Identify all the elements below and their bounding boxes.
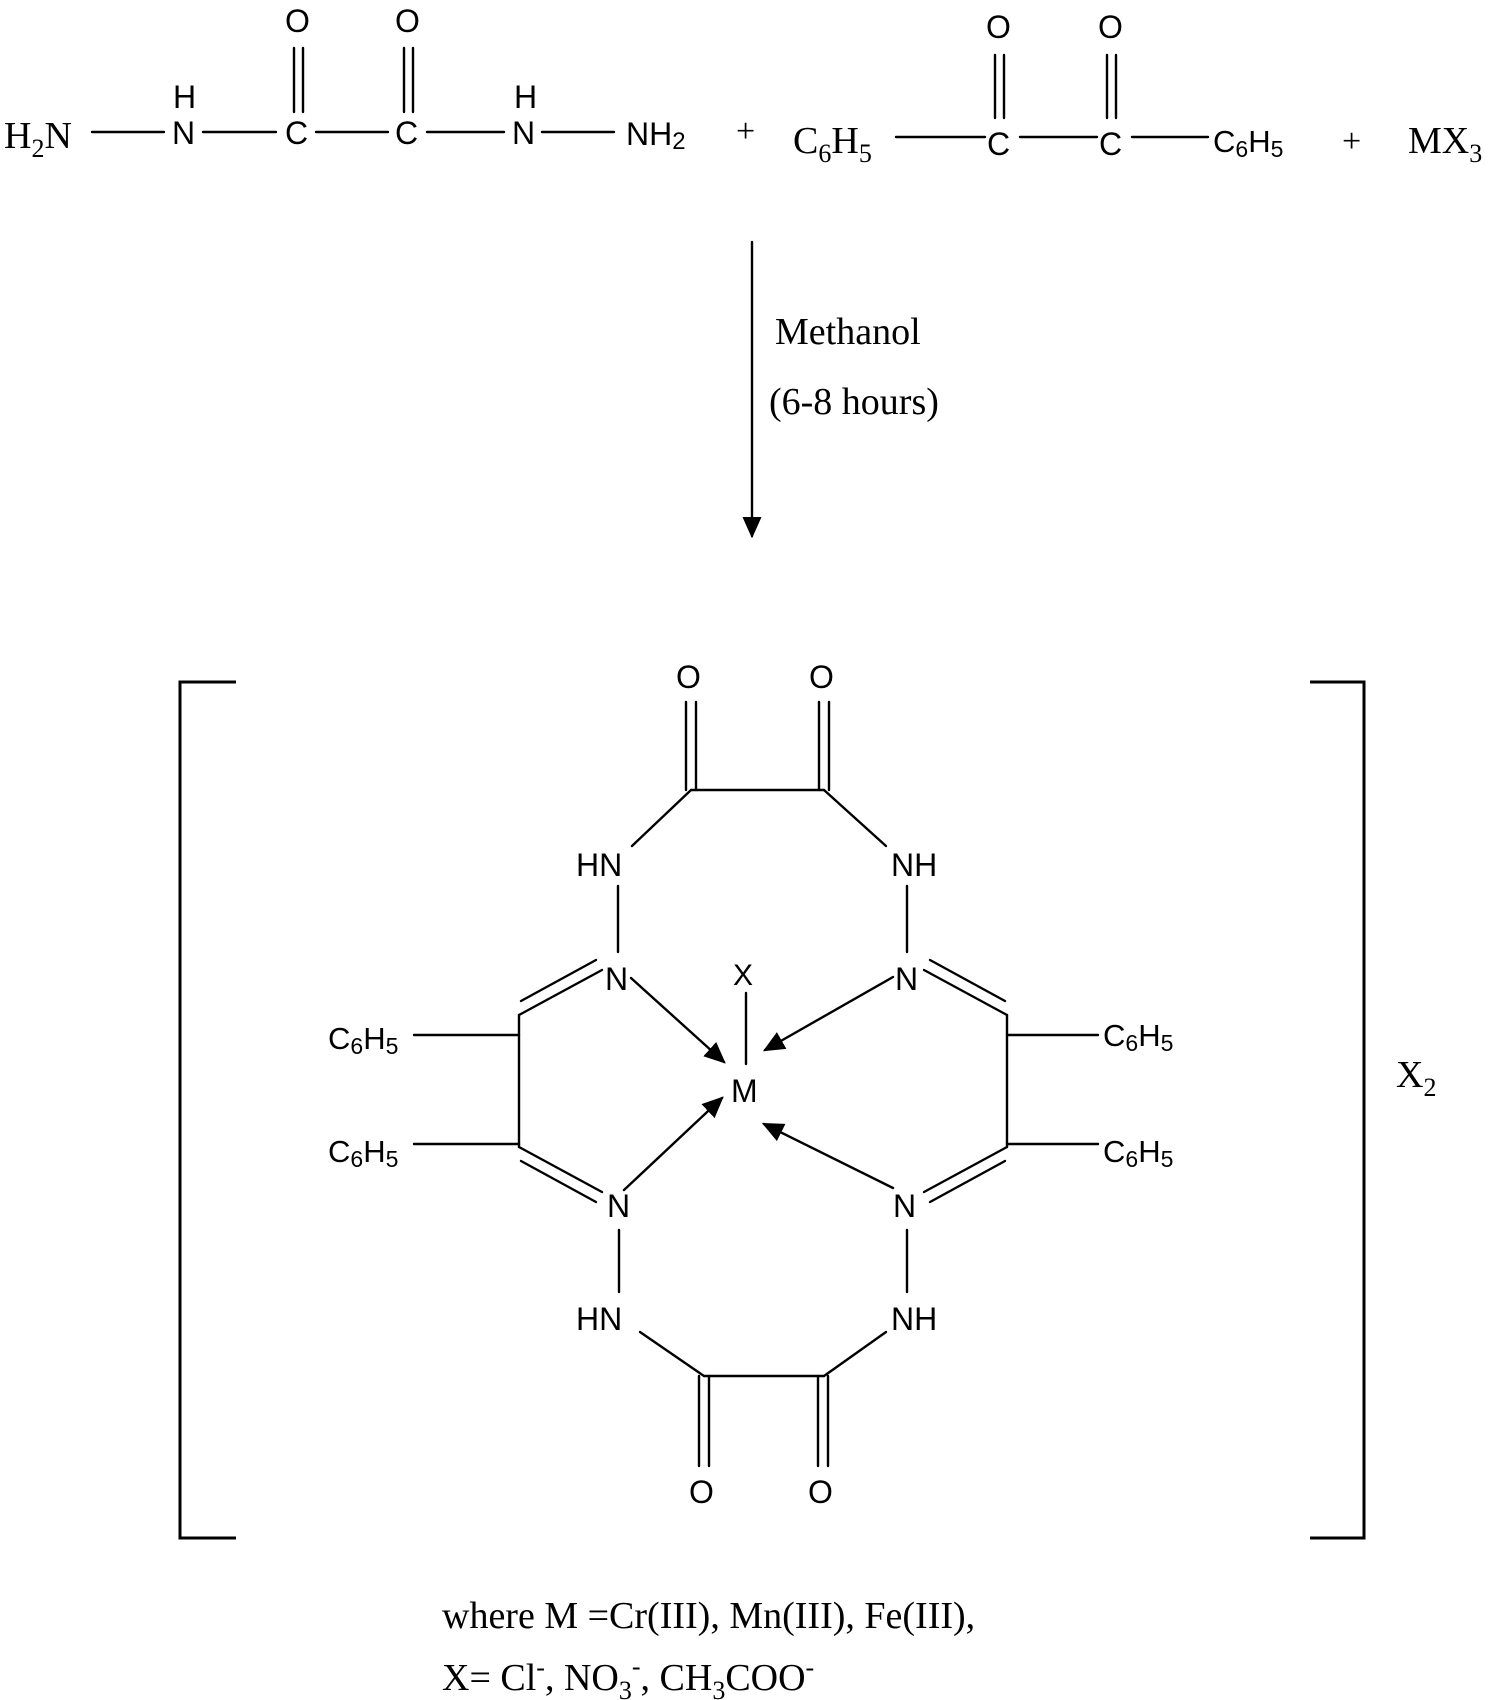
nh-h-label-right: H [514, 79, 537, 115]
benzil-carbon-label-2: C [1099, 126, 1122, 162]
phenyl-top-right: C6H5 [1103, 1018, 1173, 1056]
coord-arrow-top-right [762, 975, 895, 1052]
phenyl-top-left: C6H5 [328, 1021, 398, 1059]
metal-label: M [731, 1073, 758, 1109]
metal-salt-label: MX3 [1408, 120, 1482, 168]
nh-n-label-right: N [512, 115, 535, 151]
nh-top-right: NH [891, 847, 937, 883]
imine-n-bottom-right: N [893, 1188, 916, 1224]
nh-bottom-right: NH [891, 1301, 937, 1337]
top-c-nh-bond [822, 788, 888, 848]
top-oxygen-right: O [809, 659, 834, 695]
benzil-oxygen-label-1: O [986, 9, 1011, 45]
coord-arrow-bottom-right [761, 1122, 895, 1190]
cn-double-top-left-b [519, 958, 598, 1003]
cn-double-bottom-right-b [928, 1159, 1007, 1204]
cn-double-bottom-left-a [517, 1145, 604, 1194]
axial-x-label: X [733, 959, 753, 992]
benzil-carbon-label-1: C [987, 126, 1010, 162]
imine-n-top-right: N [895, 961, 918, 997]
left-bracket [178, 680, 236, 1540]
cn-double-bottom-right-a [922, 1145, 1009, 1194]
carbon-label-1: C [285, 115, 308, 151]
plus-sign-1: + [736, 113, 755, 150]
imine-n-top-left: N [605, 961, 628, 997]
bottom-oxygen-right: O [808, 1474, 833, 1510]
phenyl-label-left: C6H5 [793, 120, 872, 168]
phenyl-bottom-left: C6H5 [328, 1134, 398, 1172]
reactant-oxalic-dihydrazide: H2N H N C O C O H N NH2 [4, 3, 686, 163]
nh2-label: NH2 [626, 116, 686, 155]
phenyl-label-right: C6H5 [1213, 124, 1283, 162]
h2n-label: H2N [4, 115, 72, 163]
legend-line-2: X= Cl-, NO3-, CH3COO- [442, 1652, 814, 1700]
bottom-oxygen-left: O [689, 1474, 714, 1510]
nh-h-label-left: H [173, 79, 196, 115]
coord-arrow-bottom-left [622, 1096, 724, 1192]
cn-double-top-right-b [928, 958, 1007, 1003]
counter-ion-label: X2 [1396, 1054, 1436, 1102]
coord-arrow-top-left [629, 976, 726, 1064]
bottom-hn-c-bond [638, 1330, 706, 1378]
macrocyclic-complex: O O HN NH N N C6H5 C6H5 C6H5 C6H5 [328, 659, 1173, 1510]
solvent-label: Methanol [775, 311, 921, 353]
carbon-label-2: C [395, 115, 418, 151]
plus-sign-2: + [1342, 123, 1361, 160]
cn-double-bottom-left-b [519, 1159, 598, 1204]
hn-top-left: HN [576, 847, 622, 883]
nh-n-label-left: N [172, 115, 195, 151]
phenyl-bottom-right: C6H5 [1103, 1134, 1173, 1172]
cn-double-top-right-a [922, 968, 1009, 1017]
oxygen-label-1: O [285, 3, 310, 39]
time-label: (6-8 hours) [769, 381, 939, 423]
right-bracket [1310, 680, 1366, 1540]
reactant-benzil: C6H5 C O C O C6H5 [793, 9, 1283, 168]
cn-double-top-left-a [517, 968, 604, 1017]
top-oxygen-left: O [676, 659, 701, 695]
bottom-nh-c-bond [822, 1330, 888, 1378]
benzil-oxygen-label-2: O [1098, 9, 1123, 45]
top-c-hn-bond [630, 788, 693, 848]
legend-line-1: where M =Cr(III), Mn(III), Fe(III), [442, 1595, 975, 1637]
hn-bottom-left: HN [576, 1301, 622, 1337]
imine-n-bottom-left: N [607, 1188, 630, 1224]
oxygen-label-2: O [395, 3, 420, 39]
